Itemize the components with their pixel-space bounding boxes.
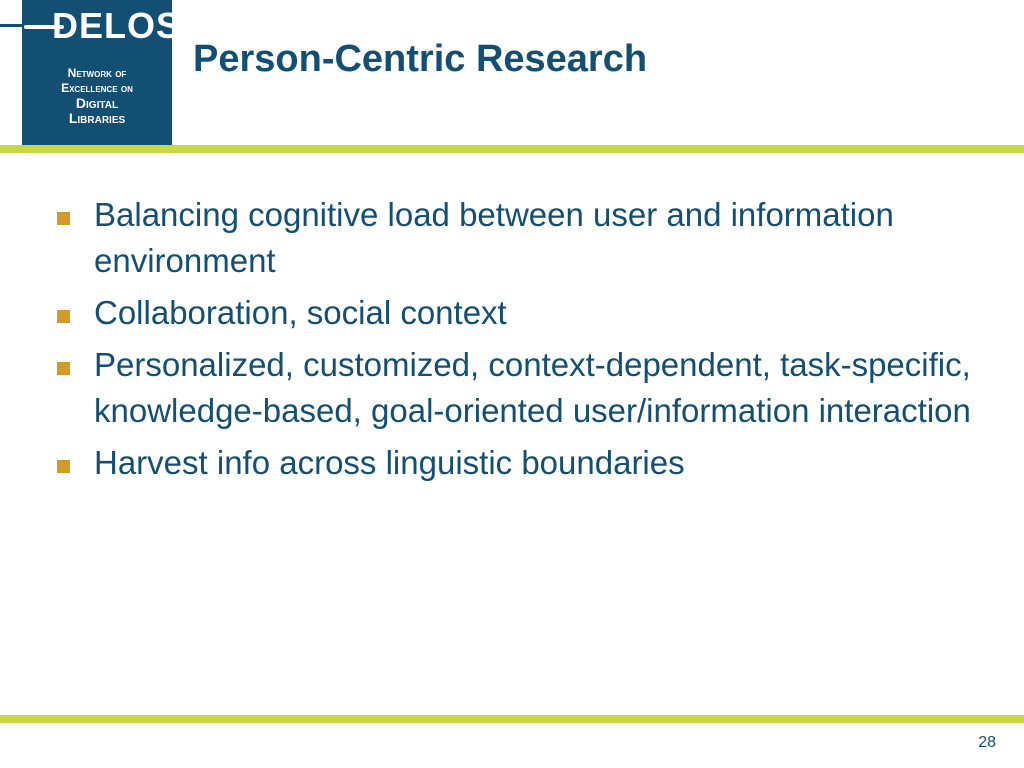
bullet-item: Personalized, customized, context-depend…: [54, 342, 984, 434]
bullet-item: Harvest info across linguistic boundarie…: [54, 440, 984, 486]
bullet-text: Harvest info across linguistic boundarie…: [94, 444, 685, 481]
square-bullet-icon: [57, 362, 70, 375]
bullet-item: Collaboration, social context: [54, 290, 984, 336]
square-bullet-icon: [57, 212, 70, 225]
bullet-list: Balancing cognitive load between user an…: [54, 192, 984, 492]
square-bullet-icon: [57, 310, 70, 323]
logo-wordmark: DELOS: [24, 5, 182, 46]
logo-accent-line: [0, 24, 22, 27]
bullet-item: Balancing cognitive load between user an…: [54, 192, 984, 284]
top-divider: [0, 145, 1024, 153]
bottom-divider: [0, 715, 1024, 723]
square-bullet-icon: [57, 460, 70, 473]
logo-tagline-line-3: Digital: [75, 95, 119, 111]
logo-swoosh: [24, 25, 64, 29]
bullet-text: Collaboration, social context: [94, 294, 507, 331]
logo-word-text: DELOS: [52, 5, 182, 46]
logo-tagline-line-2: Excellence on: [61, 81, 133, 95]
logo-tagline-line-1: Network of: [67, 66, 127, 80]
bullet-text: Personalized, customized, context-depend…: [94, 346, 971, 429]
page-number: 28: [978, 734, 996, 751]
slide-title: Person-Centric Research: [193, 38, 648, 80]
delos-logo: DELOS Network of Excellence on Digital L…: [22, 0, 180, 145]
logo-tagline-line-4: Libraries: [68, 110, 126, 126]
logo-tagline: Network of Excellence on Digital Librari…: [22, 66, 172, 126]
bullet-text: Balancing cognitive load between user an…: [94, 196, 894, 279]
